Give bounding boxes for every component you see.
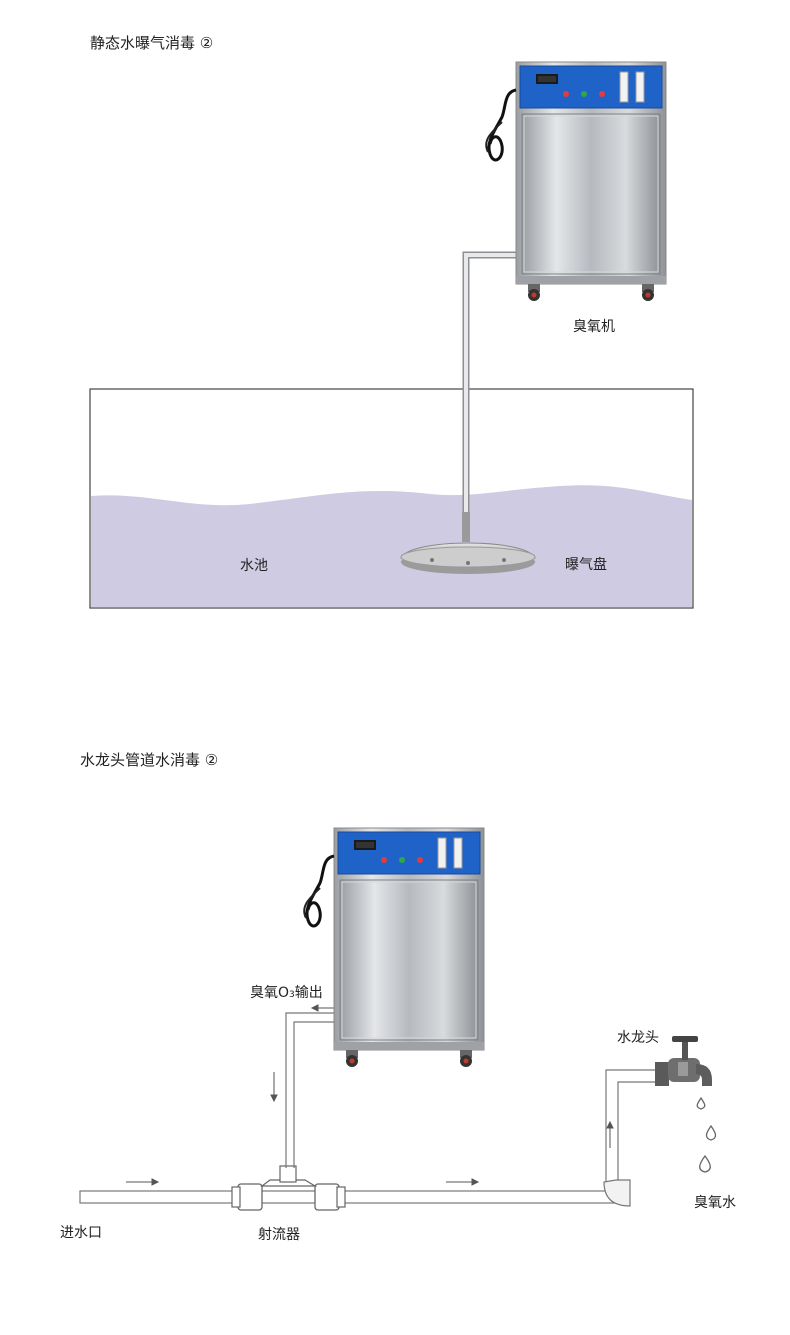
ozone-output-subscript: 3 (289, 990, 295, 1000)
ozone-pipe-2 (285, 1012, 340, 1168)
pool-label: 水池 (240, 558, 268, 574)
ozone-output-label-a: 臭氧O (250, 985, 290, 1001)
ozone-machine-2 (302, 826, 486, 1069)
ozone-machine-1 (484, 60, 668, 303)
flow-arrows (126, 1004, 614, 1186)
faucet-diagram-title: 水龙头管道水消毒 ② (80, 751, 219, 769)
ozone-pipe-1 (462, 251, 520, 520)
aeration-disc-label: 曝气盘 (565, 557, 607, 573)
ejector-label: 射流器 (258, 1227, 300, 1243)
faucet-label: 水龙头 (617, 1030, 659, 1046)
ozone-water-label: 臭氧水 (694, 1195, 736, 1211)
pool-diagram (89, 60, 694, 609)
ozone-output-label: 臭氧O3输出 (250, 982, 323, 1002)
water-inlet-label: 进水口 (60, 1225, 102, 1241)
aeration-disc (400, 512, 536, 574)
pool-outline (89, 388, 694, 609)
ejector (231, 1165, 346, 1211)
pool-diagram-title: 静态水曝气消毒 ② (90, 34, 214, 52)
ozone-machine-label: 臭氧机 (573, 319, 615, 335)
ozone-output-label-b: 输出 (294, 985, 323, 1001)
faucet-diagram (79, 826, 717, 1211)
pool-water (91, 485, 692, 607)
faucet-icon (655, 1036, 712, 1086)
main-pipe (79, 1069, 661, 1207)
water-drops (696, 1096, 717, 1173)
